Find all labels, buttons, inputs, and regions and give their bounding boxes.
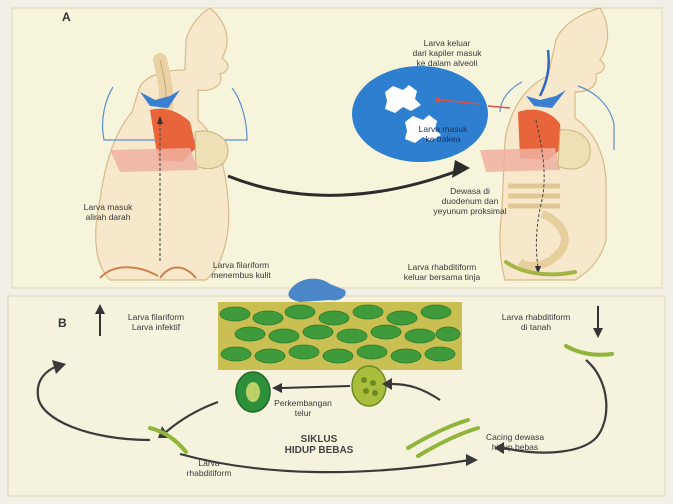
label-adult-worm: Cacing dewasa hidup bebas — [470, 432, 560, 452]
panel-b-letter: B — [58, 316, 67, 330]
label-filariform-infective: Larva filariform Larva infektif — [108, 312, 204, 332]
panel-a-letter: A — [62, 10, 71, 24]
label-duodenum: Dewasa di duodenum dan yeyunum proksimal — [424, 186, 516, 216]
label-egg-development: Perkembangan telur — [268, 398, 338, 418]
label-rhabditiform-out: Larva rhabditiform keluar bersama tinja — [388, 262, 496, 282]
label-larva-rhabditiform: Larva rhabditiform — [174, 458, 244, 478]
soil-block — [218, 302, 462, 370]
label-rhabditiform-soil: Larva rhabditiform di tanah — [486, 312, 586, 332]
label-cycle: SIKLUS HIDUP BEBAS — [264, 434, 374, 456]
label-skin: Larva filariform menembus kulit — [200, 260, 282, 280]
label-alveoli: Larva keluar dari kapiler masuk ke dalam… — [392, 38, 502, 68]
label-trachea: Larva masuk ke trakea — [408, 124, 478, 144]
label-vein: Larva masuk alirah darah — [76, 202, 140, 222]
